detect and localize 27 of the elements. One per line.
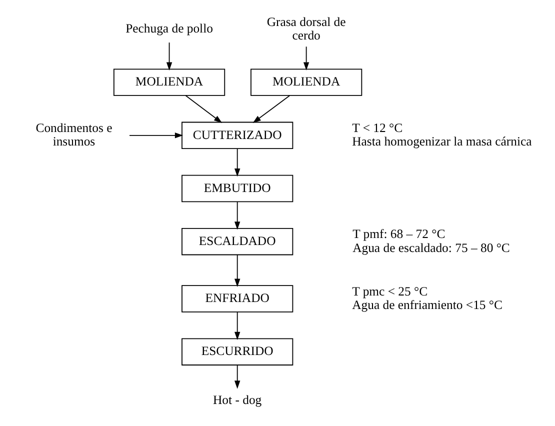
node-text: Hot - dog xyxy=(213,393,262,408)
arrow xyxy=(234,148,240,177)
node-box: CUTTERIZADO xyxy=(182,122,294,150)
node-label: T pmc < 25 °C xyxy=(352,284,428,298)
node-box: ESCALDADO xyxy=(182,228,294,256)
node-box: EMBUTIDO xyxy=(182,174,294,202)
node-label: Hasta homogenizar la masa cárnica xyxy=(352,134,532,149)
arrow xyxy=(234,201,240,230)
node-text: Grasa dorsal de cerdo xyxy=(266,14,346,42)
node-label: Agua de escaldado: 75 – 80 °C xyxy=(352,240,510,255)
node-text: Pechuga de pollo xyxy=(126,22,213,36)
arrow xyxy=(252,95,290,124)
node-box: MOLIENDA xyxy=(250,68,362,96)
node-box: MOLIENDA xyxy=(113,68,226,96)
node-box: ENFRIADO xyxy=(182,285,294,312)
node-text: Condimentos e insumos xyxy=(36,120,112,149)
arrow xyxy=(166,42,172,70)
node-label: Agua de enfriamiento <15 °C xyxy=(352,298,502,312)
node-label: T pmf: 68 – 72 °C xyxy=(352,227,446,242)
arrow xyxy=(234,312,240,340)
arrow xyxy=(234,254,240,287)
arrow xyxy=(234,364,240,389)
node-box: ESCURRIDO xyxy=(182,338,294,366)
arrow xyxy=(185,95,222,124)
arrow xyxy=(129,132,184,138)
arrow xyxy=(303,46,310,70)
node-label: T < 12 °C xyxy=(352,120,403,135)
